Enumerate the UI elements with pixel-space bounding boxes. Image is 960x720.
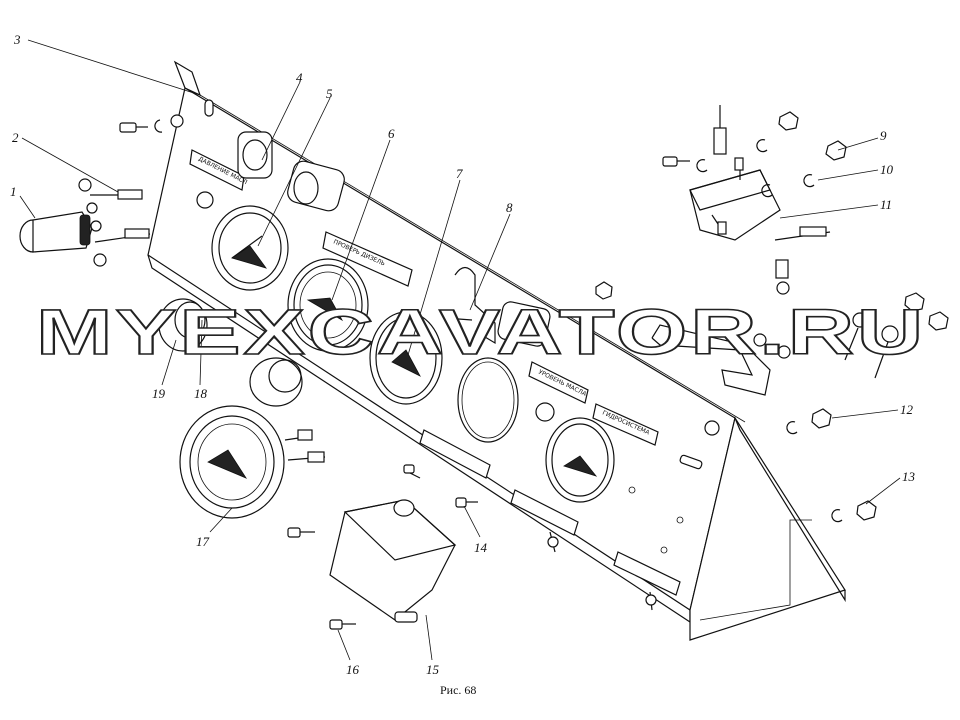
callout-3: 3 [13, 32, 21, 47]
figure-caption: Рис. 68 [440, 683, 476, 697]
screws-loose [287, 464, 657, 630]
callout-labels: 3 2 1 4 5 6 7 8 9 10 11 12 13 14 15 16 1… [10, 32, 916, 677]
gauge-7 [369, 311, 443, 405]
callout-15: 15 [426, 662, 440, 677]
hardware-right [595, 281, 949, 523]
terminal-screws-2 [78, 178, 151, 267]
callout-5: 5 [326, 86, 333, 101]
callout-7: 7 [456, 166, 463, 181]
gauge-opening-ring [457, 357, 519, 443]
switch-11 [662, 105, 847, 295]
gauge-right [535, 402, 615, 503]
relay-box-15 [329, 499, 457, 623]
callout-17: 17 [196, 534, 210, 549]
callout-14: 14 [474, 540, 488, 555]
gauge-4 [211, 205, 289, 291]
callout-4: 4 [296, 70, 303, 85]
toggle-switch-housing [237, 131, 345, 212]
callout-1: 1 [10, 184, 17, 199]
leader-lines [19, 39, 901, 661]
callout-6: 6 [388, 126, 395, 141]
blank-plates [419, 429, 681, 596]
support-bracket [651, 324, 771, 396]
mounting-bracket-8 [444, 266, 551, 347]
callout-19: 19 [152, 386, 166, 401]
callout-2: 2 [12, 130, 19, 145]
callout-8: 8 [506, 200, 513, 215]
knob-19 [158, 298, 208, 352]
callout-9: 9 [880, 128, 887, 143]
gauge-17 [179, 405, 326, 519]
knob-18 [249, 357, 303, 407]
screw-set-top [119, 114, 184, 133]
callout-10: 10 [880, 162, 894, 177]
watermark: MYEXCAVATOR.RU [36, 296, 926, 368]
gauge-6 [287, 258, 369, 352]
callout-18: 18 [194, 386, 208, 401]
warning-lamp-1 [19, 211, 93, 253]
callout-12: 12 [900, 402, 914, 417]
callout-16: 16 [346, 662, 360, 677]
callout-13: 13 [902, 469, 916, 484]
callout-11: 11 [880, 197, 892, 212]
